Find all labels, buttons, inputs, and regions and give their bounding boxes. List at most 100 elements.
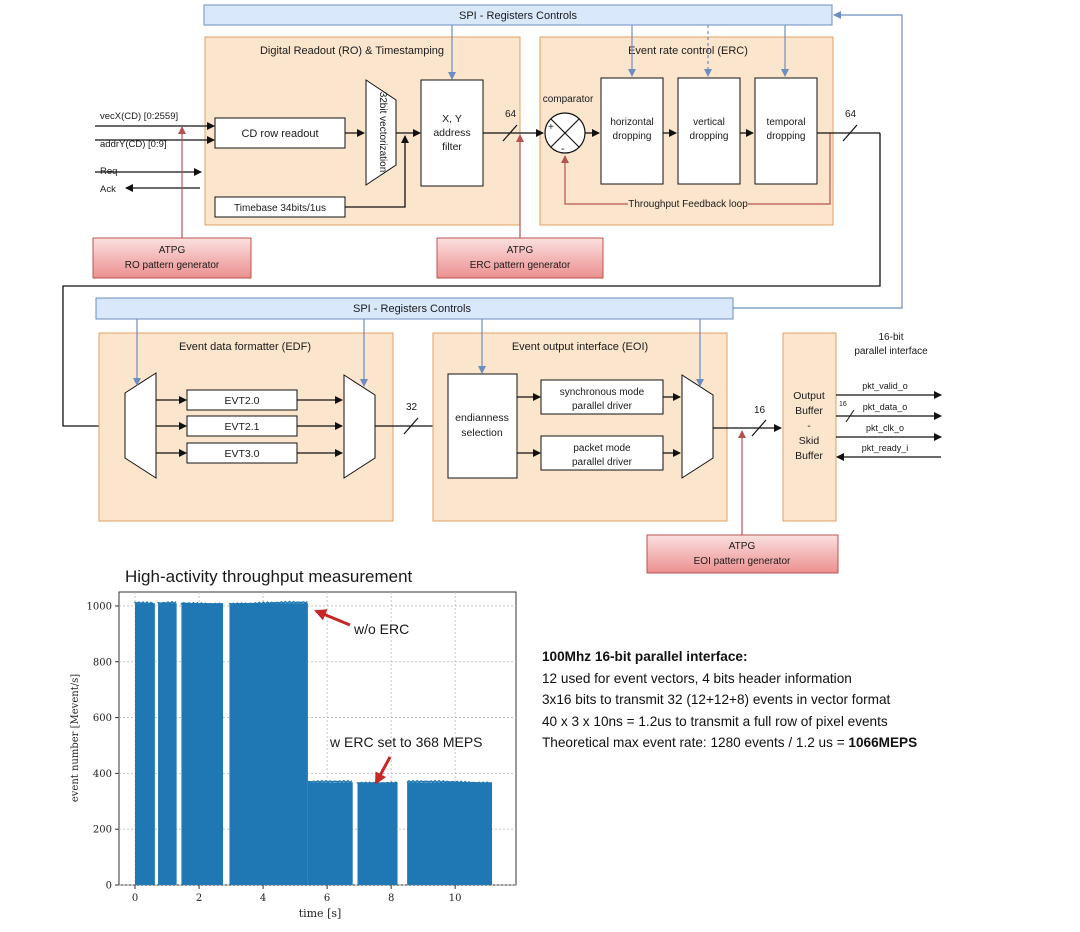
output-buffer-label-1: Output (793, 390, 825, 402)
throughput-segment-1 (135, 603, 155, 885)
cd-row-readout-label: CD row readout (241, 128, 318, 140)
temporal-dropping-box (754, 77, 818, 185)
x-tick-label: 4 (260, 893, 266, 904)
y-tick-label: 400 (93, 769, 112, 780)
spi-bar-top (203, 4, 833, 26)
endianness-box (447, 373, 518, 479)
atpg-eoi-label-1: ATPG (729, 541, 756, 552)
horizontal-dropping-box (600, 77, 664, 185)
pkt-ready-label: pkt_ready_i (862, 443, 909, 453)
y-tick-label: 200 (93, 825, 112, 836)
atpg-erc-label-1: ATPG (507, 245, 534, 256)
edf-demux (124, 372, 157, 479)
x-tick-label: 8 (388, 893, 394, 904)
xy-filter-label-3: filter (442, 141, 462, 153)
xy-filter-box (420, 79, 484, 187)
ro-title: Digital Readout (RO) & Timestamping (260, 45, 444, 57)
comparator-plus: + (548, 122, 554, 133)
throughput-segment-3 (181, 603, 224, 885)
specs-line-4: Theoretical max event rate: 1280 events … (542, 732, 1062, 754)
throughput-segment-5 (307, 782, 353, 885)
vectorization-label: 32bit vectorization (377, 92, 388, 173)
bus-width-64b: 64 (845, 109, 857, 120)
x-tick-label: 6 (324, 893, 330, 904)
spi-link-route (733, 11, 903, 309)
throughput-noise-5 (307, 779, 353, 784)
vertical-dropping-box (677, 77, 741, 185)
throughput-segment-2 (158, 603, 177, 885)
specs-max-rate-prefix: Theoretical max event rate: 1280 events … (542, 735, 849, 751)
throughput-noise-2 (157, 600, 177, 605)
eoi-mux (681, 374, 714, 479)
vectorization-mux (365, 79, 397, 186)
chart-title: High-activity throughput measurement (125, 567, 413, 586)
comparator-cross-2 (550, 118, 580, 148)
evt20-label: EVT2.0 (224, 395, 259, 407)
comparator-minus: - (561, 143, 565, 155)
atpg-ro-label-2: RO pattern generator (125, 260, 220, 271)
packet-driver-label-2: parallel driver (572, 457, 633, 468)
sync-driver-box (540, 379, 664, 415)
specs-header: 100Mhz 16-bit parallel interface: (542, 649, 748, 664)
x-tick-label: 2 (196, 893, 202, 904)
y-tick-label: 1000 (87, 601, 112, 612)
packet-driver-label-1: packet mode (573, 443, 631, 454)
eoi-title: Event output interface (EOI) (512, 341, 648, 353)
throughput-segment-4 (229, 603, 308, 885)
output-buffer-label-5: Buffer (795, 450, 823, 462)
edf-mux (343, 374, 376, 479)
spi-bar-bottom-label: SPI - Registers Controls (353, 303, 471, 315)
x-tick-label: 10 (449, 893, 462, 904)
annotation-w-erc-arrow (374, 756, 392, 785)
endianness-label-2: selection (461, 427, 503, 439)
vertical-dropping-label-1: vertical (693, 117, 725, 128)
output-buffer-label-2: Buffer (795, 405, 823, 417)
pkt-data-label: pkt_data_o (863, 402, 908, 412)
temporal-dropping-label-1: temporal (767, 117, 806, 128)
timebase-line (345, 135, 409, 208)
y-tick-label: 800 (93, 657, 112, 668)
edf-title: Event data formatter (EDF) (179, 341, 311, 353)
interface-specs: 100Mhz 16-bit parallel interface: 12 use… (542, 646, 1062, 754)
output-buffer-label-4: Skid (799, 435, 820, 447)
annotation-wo-erc-arrow (314, 609, 351, 627)
annotation-w-erc: w ERC set to 368 MEPS (329, 734, 483, 750)
chart-xlabel: time [s] (299, 907, 342, 920)
bus-slash-16 (751, 419, 767, 437)
vertical-dropping-label-2: dropping (690, 131, 729, 142)
timebase-label: Timebase 34bits/1us (234, 203, 326, 214)
throughput-segment-6 (357, 782, 398, 885)
evt21-label: EVT2.1 (224, 421, 259, 433)
throughput-noise-3 (180, 601, 222, 606)
pkt-data-slash (845, 409, 855, 423)
chart-ylabel: event number [Mevent/s] (70, 674, 81, 802)
endianness-label-1: endianness (455, 412, 509, 424)
sync-driver-label-1: synchronous mode (560, 387, 645, 398)
spi-bar-bottom (95, 297, 734, 320)
throughput-chart: High-activity throughput measurement 020… (70, 567, 517, 920)
annotation-wo-erc: w/o ERC (353, 621, 409, 637)
output-buffer-label-3: - (807, 420, 811, 432)
x-tick-label: 0 (132, 893, 138, 904)
atpg-eoi-label-2: EOI pattern generator (694, 556, 791, 567)
throughput-noise-7 (406, 779, 492, 785)
sync-driver-label-2: parallel driver (572, 401, 633, 412)
specs-max-rate-value: 1066MEPS (848, 735, 918, 751)
temporal-dropping-label-2: dropping (767, 131, 806, 142)
xy-filter-label-1: X, Y (442, 113, 462, 125)
pkt-data-width: 16 (839, 401, 847, 408)
specs-line-1: 12 used for event vectors, 4 bits header… (542, 670, 852, 686)
pkt-valid-label: pkt_valid_o (862, 381, 908, 391)
parallel-interface-label-1: 16-bit (878, 332, 903, 343)
bus-slash-64a (502, 124, 518, 142)
input-vecx-label: vecX(CD) [0:2559] (100, 111, 178, 122)
feedback-loop-label-bg (628, 197, 748, 211)
erc-title: Event rate control (ERC) (628, 45, 748, 57)
evt30-label: EVT3.0 (224, 448, 259, 460)
bus-width-64a: 64 (505, 109, 517, 120)
packet-driver-box (540, 435, 664, 471)
output-buffer-box (782, 332, 837, 522)
y-tick-label: 0 (106, 881, 112, 892)
atpg-erc-box (436, 237, 604, 279)
